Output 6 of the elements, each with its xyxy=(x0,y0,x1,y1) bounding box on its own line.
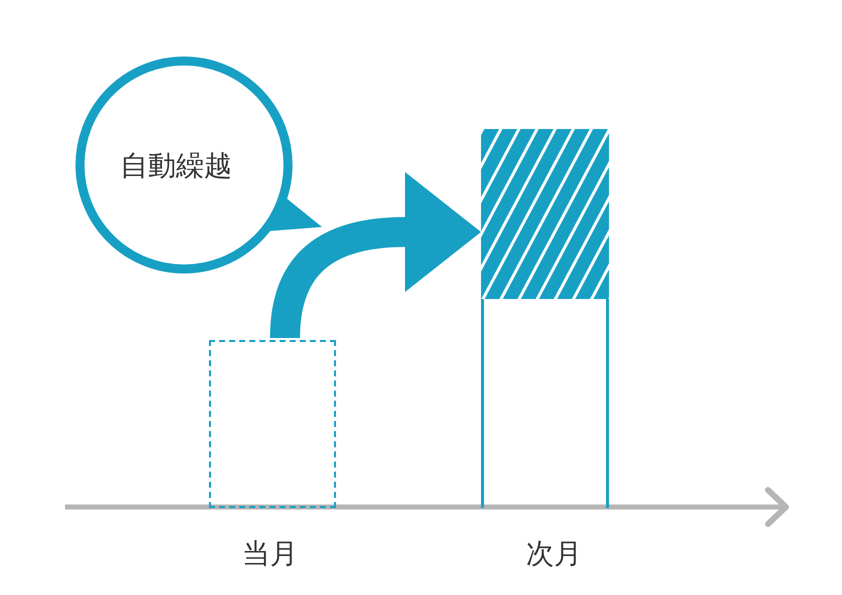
dashed-box xyxy=(209,340,336,508)
bar xyxy=(481,299,609,508)
axis-label: 次月 xyxy=(526,536,582,572)
bubble-text: 自動繰越 xyxy=(120,148,232,184)
axis-label: 当月 xyxy=(242,536,298,572)
hatched-section xyxy=(481,129,609,299)
